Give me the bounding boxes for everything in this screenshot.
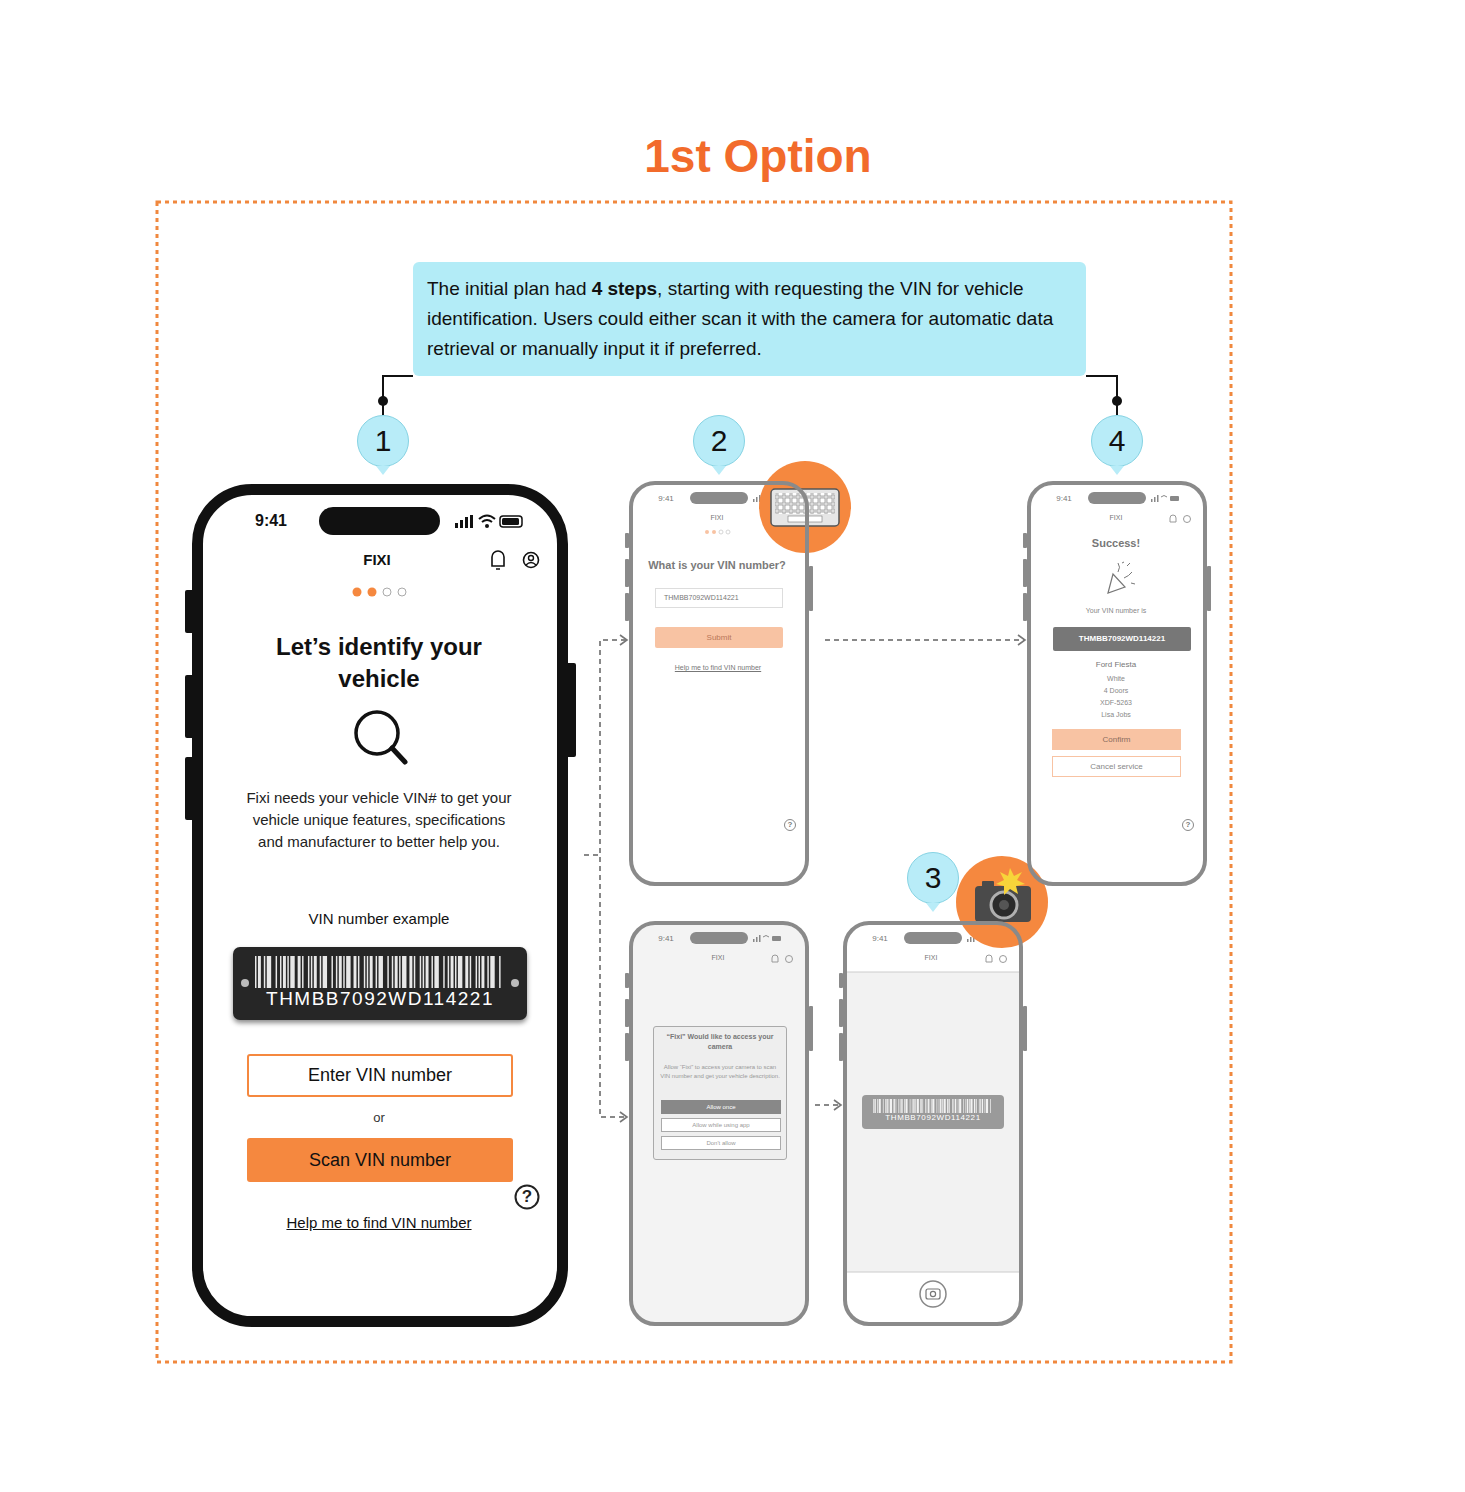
box-text: Allow while using app bbox=[692, 1122, 749, 1129]
screen-text: Lisa Jobs bbox=[1066, 710, 1166, 719]
callout-number: 3 bbox=[907, 852, 959, 904]
phone-frame: 9:41FIXI What is your VIN number? Help me … bbox=[629, 481, 809, 886]
flow-arrow bbox=[825, 639, 1025, 641]
primary-button: Scan VIN number bbox=[247, 1138, 513, 1182]
dialog-button: Allow once bbox=[661, 1100, 781, 1114]
barcode bbox=[255, 956, 505, 988]
screen-text: White bbox=[1066, 674, 1166, 683]
text-input: THMBB7092WD114221 bbox=[655, 588, 783, 608]
box-text: 4 bbox=[1109, 424, 1126, 459]
bracket-line bbox=[383, 376, 413, 415]
screen-text: Success! bbox=[1056, 536, 1176, 550]
screen-text: FIXI bbox=[697, 513, 737, 522]
screen-text: 9:41 bbox=[649, 494, 683, 504]
confirm-button: Confirm bbox=[1052, 729, 1181, 750]
box-text: THMBB7092WD114221 bbox=[1079, 634, 1165, 643]
help-icon-label: ? bbox=[1183, 820, 1193, 830]
bracket-dot bbox=[1112, 396, 1122, 406]
phone-frame: 9:41FIXI Let’s identify your vehicleFixi … bbox=[192, 484, 568, 1327]
screen-text: Ford Fiesta bbox=[1056, 660, 1176, 670]
callout-number: 4 bbox=[1091, 415, 1143, 467]
screen-text: 9:41 bbox=[241, 511, 301, 531]
screen-text: 9:41 bbox=[863, 934, 897, 944]
cancel-button: Cancel service bbox=[1052, 756, 1181, 777]
screen-text: THMBB7092WD114221 bbox=[238, 988, 522, 1010]
screen-text: FIXI bbox=[337, 551, 417, 569]
bracket-line bbox=[1086, 376, 1117, 415]
screen-text: or bbox=[359, 1110, 399, 1126]
dialog-button: Don't allow bbox=[661, 1136, 781, 1150]
box-text: Don't allow bbox=[706, 1140, 735, 1147]
phone-frame: 9:41FIXI “Fixi” Would like to access your… bbox=[629, 921, 809, 1326]
barcode bbox=[873, 1099, 993, 1113]
box-text: 3 bbox=[925, 861, 942, 896]
submit-button: Submit bbox=[655, 627, 783, 648]
box-text: Allow once bbox=[706, 1104, 735, 1111]
box-text: Confirm bbox=[1102, 735, 1130, 744]
flow-arrow bbox=[815, 1104, 841, 1106]
vin-result: THMBB7092WD114221 bbox=[1053, 627, 1191, 651]
screen-text: Help me to find VIN number bbox=[648, 663, 788, 673]
callout-text: 4 steps bbox=[592, 278, 657, 299]
vin-plate: THMBB7092WD114221 bbox=[233, 947, 527, 1020]
permission-dialog: “Fixi” Would like to access your cameraA… bbox=[653, 1026, 787, 1160]
dialog-button: Allow while using app bbox=[661, 1118, 781, 1132]
box-text: 2 bbox=[711, 424, 728, 459]
box-text: THMBB7092WD114221 bbox=[664, 594, 739, 602]
screen-text: 9:41 bbox=[649, 934, 683, 944]
screen-text: Fixi needs your vehicle VIN# to get your… bbox=[241, 787, 517, 853]
box-text: 1 bbox=[375, 424, 392, 459]
diagram-title: 1st Option bbox=[408, 128, 1108, 184]
screen-text: FIXI bbox=[1096, 513, 1136, 522]
screen-text: VIN number example bbox=[259, 910, 499, 928]
secondary-button: Enter VIN number bbox=[247, 1054, 513, 1097]
screen-text: Allow “Fixi” to access your camera to sc… bbox=[660, 1063, 780, 1081]
screen-text: 9:41 bbox=[1047, 494, 1081, 504]
screen-text: Help me to find VIN number bbox=[249, 1214, 509, 1232]
screen-text: THMBB7092WD114221 bbox=[864, 1113, 1002, 1123]
help-icon-label: ? bbox=[517, 1187, 537, 1207]
bracket-dot bbox=[378, 396, 388, 406]
callout-number: 2 bbox=[693, 415, 745, 467]
flow-arrow bbox=[584, 855, 627, 1117]
box-text: Submit bbox=[707, 633, 732, 642]
help-icon-label: ? bbox=[785, 820, 795, 830]
screen-text: FIXI bbox=[698, 953, 738, 962]
box-text: Enter VIN number bbox=[308, 1065, 452, 1086]
screen-text: Let’s identify your vehicle bbox=[244, 631, 514, 695]
callout-number: 1 bbox=[357, 415, 409, 467]
callout-text: The initial plan had bbox=[427, 278, 587, 299]
vin-plate: THMBB7092WD114221 bbox=[862, 1095, 1004, 1129]
screen-text: Your VIN number is bbox=[1056, 606, 1176, 615]
box-text: Cancel service bbox=[1090, 762, 1142, 771]
screen-text: “Fixi” Would like to access your camera bbox=[661, 1032, 779, 1052]
phone-frame: 9:41FIXI THMBB7092WD114221 bbox=[843, 921, 1023, 1326]
note-callout: The initial plan had4 steps, starting wi… bbox=[413, 262, 1086, 376]
flow-arrow bbox=[584, 640, 627, 855]
plate-screws bbox=[233, 947, 527, 1020]
screen-text: What is your VIN number? bbox=[630, 558, 805, 572]
phone-frame: 9:41FIXI Success! Your VIN number is Ford F… bbox=[1027, 481, 1207, 886]
screen-text: 4 Doors bbox=[1066, 686, 1166, 695]
screen-text: FIXI bbox=[911, 953, 951, 962]
screen-text: XDF-5263 bbox=[1066, 698, 1166, 707]
box-text: Scan VIN number bbox=[309, 1150, 451, 1171]
